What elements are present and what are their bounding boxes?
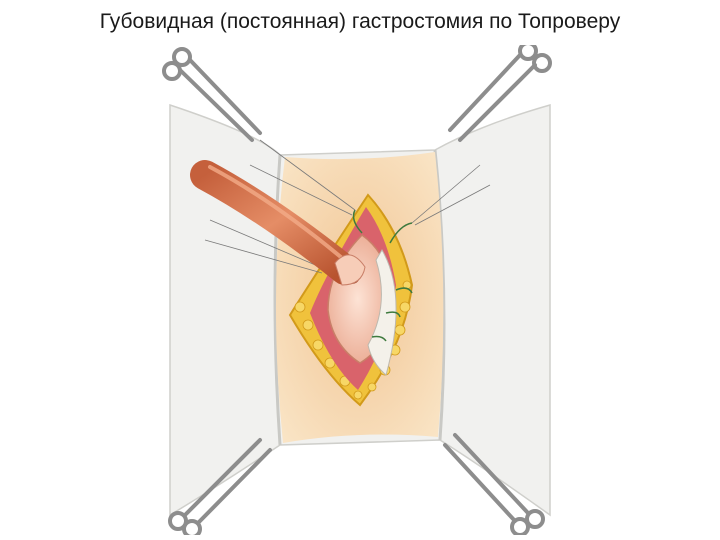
suture-threads [204, 139, 491, 274]
gastrostomy-illustration [150, 45, 570, 535]
gastrostomy-tube [190, 160, 360, 285]
clamp-bottom-left [168, 438, 272, 535]
surgery-drawing [162, 45, 552, 535]
stomach-lip [334, 254, 366, 286]
slide-title: Губовидная (постоянная) гастростомия по … [99, 10, 621, 33]
fat-globules [294, 280, 412, 400]
clamp-bottom-right [443, 433, 545, 535]
drape-shadow [273, 154, 282, 446]
omentum [367, 249, 397, 376]
clamp-top-left [162, 47, 262, 142]
sutures [352, 209, 413, 342]
clamp-top-right [448, 45, 552, 142]
